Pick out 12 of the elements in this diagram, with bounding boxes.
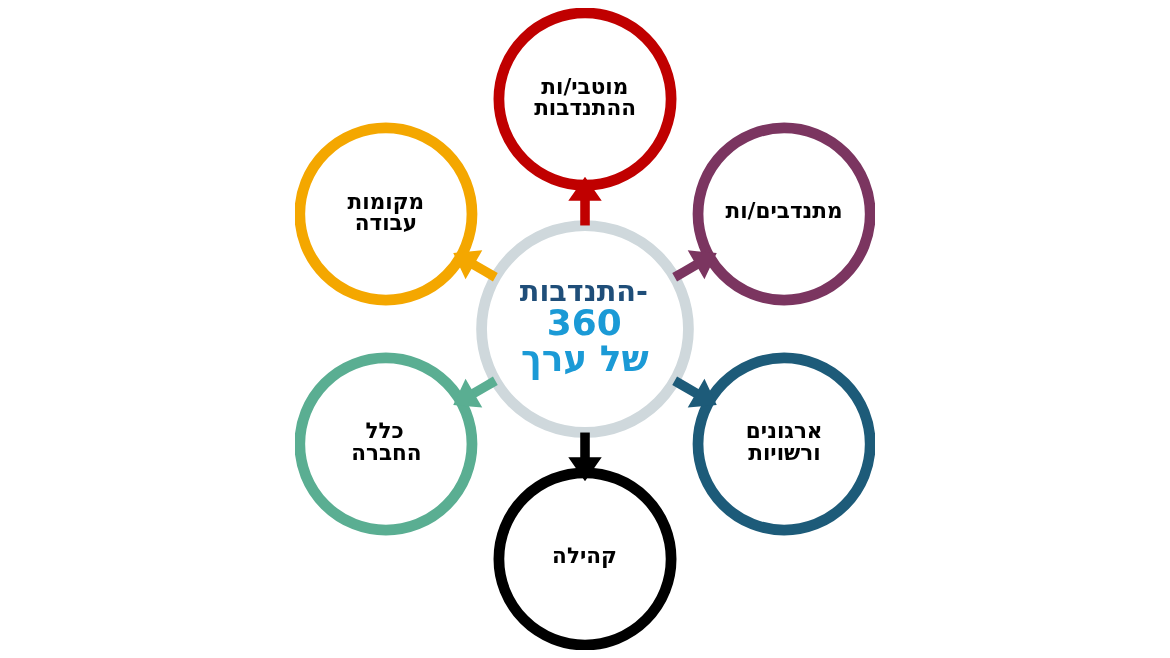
- arrow: [568, 176, 602, 226]
- arrow: [672, 376, 717, 408]
- arrow: [453, 376, 498, 408]
- node-circle: מקומות עבודה: [295, 122, 478, 306]
- node-circle: ארגונים ורשויות: [692, 352, 875, 536]
- node-circle: כלל החברה: [295, 352, 478, 536]
- arrow: [453, 250, 498, 282]
- node-circle: מתנדבים/ות: [692, 122, 875, 306]
- node-circle: מוטבי/ות ההתנדבות: [493, 8, 677, 191]
- arrow: [568, 432, 602, 482]
- arrow: [672, 250, 717, 282]
- node-circle: קהילה: [493, 467, 677, 650]
